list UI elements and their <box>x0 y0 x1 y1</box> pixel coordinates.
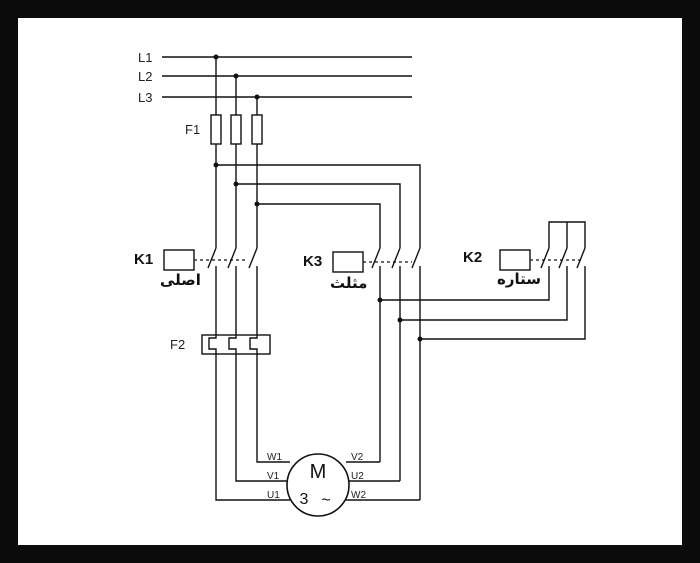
overload-f2: F2 <box>170 334 271 355</box>
contactor-k1: K1 اصلی <box>134 247 258 335</box>
motor-phase: 3 <box>300 491 309 508</box>
motor-letter: M <box>310 461 327 483</box>
k1-label: K1 <box>134 251 153 268</box>
motor-feed-wires <box>215 354 420 501</box>
terminal-u1: U1 <box>267 490 280 501</box>
terminal-v1: V1 <box>267 471 280 482</box>
motor-ac-symbol: ~ <box>321 492 330 509</box>
k2-name: ستاره <box>497 270 541 288</box>
k1-name: اصلی <box>160 271 201 289</box>
terminal-w2: W2 <box>351 490 366 501</box>
diagram-background <box>18 18 682 545</box>
label-f1: F1 <box>185 122 200 137</box>
terminal-u2: U2 <box>351 471 364 482</box>
star-delta-circuit: L1 L2 L3 F1 K1 اصلی <box>18 18 682 545</box>
terminal-w1: W1 <box>267 452 282 463</box>
label-l1: L1 <box>138 50 152 65</box>
terminal-v2: V2 <box>351 452 364 463</box>
contactor-k2: K2 ستاره <box>377 221 586 342</box>
k3-label: K3 <box>303 253 322 270</box>
k3-name: مثلث <box>330 274 367 292</box>
label-f2: F2 <box>170 337 185 352</box>
label-l3: L3 <box>138 90 152 105</box>
fuse-f1: F1 <box>185 57 263 248</box>
contactor-k3: K3 مثلث <box>303 247 421 500</box>
motor: M 3 ~ W1 V1 U1 V2 U2 W2 <box>267 452 366 517</box>
label-l2: L2 <box>138 69 152 84</box>
k3-feed-wires <box>213 162 421 248</box>
k2-label: K2 <box>463 249 482 266</box>
motor-symbol <box>286 453 350 517</box>
